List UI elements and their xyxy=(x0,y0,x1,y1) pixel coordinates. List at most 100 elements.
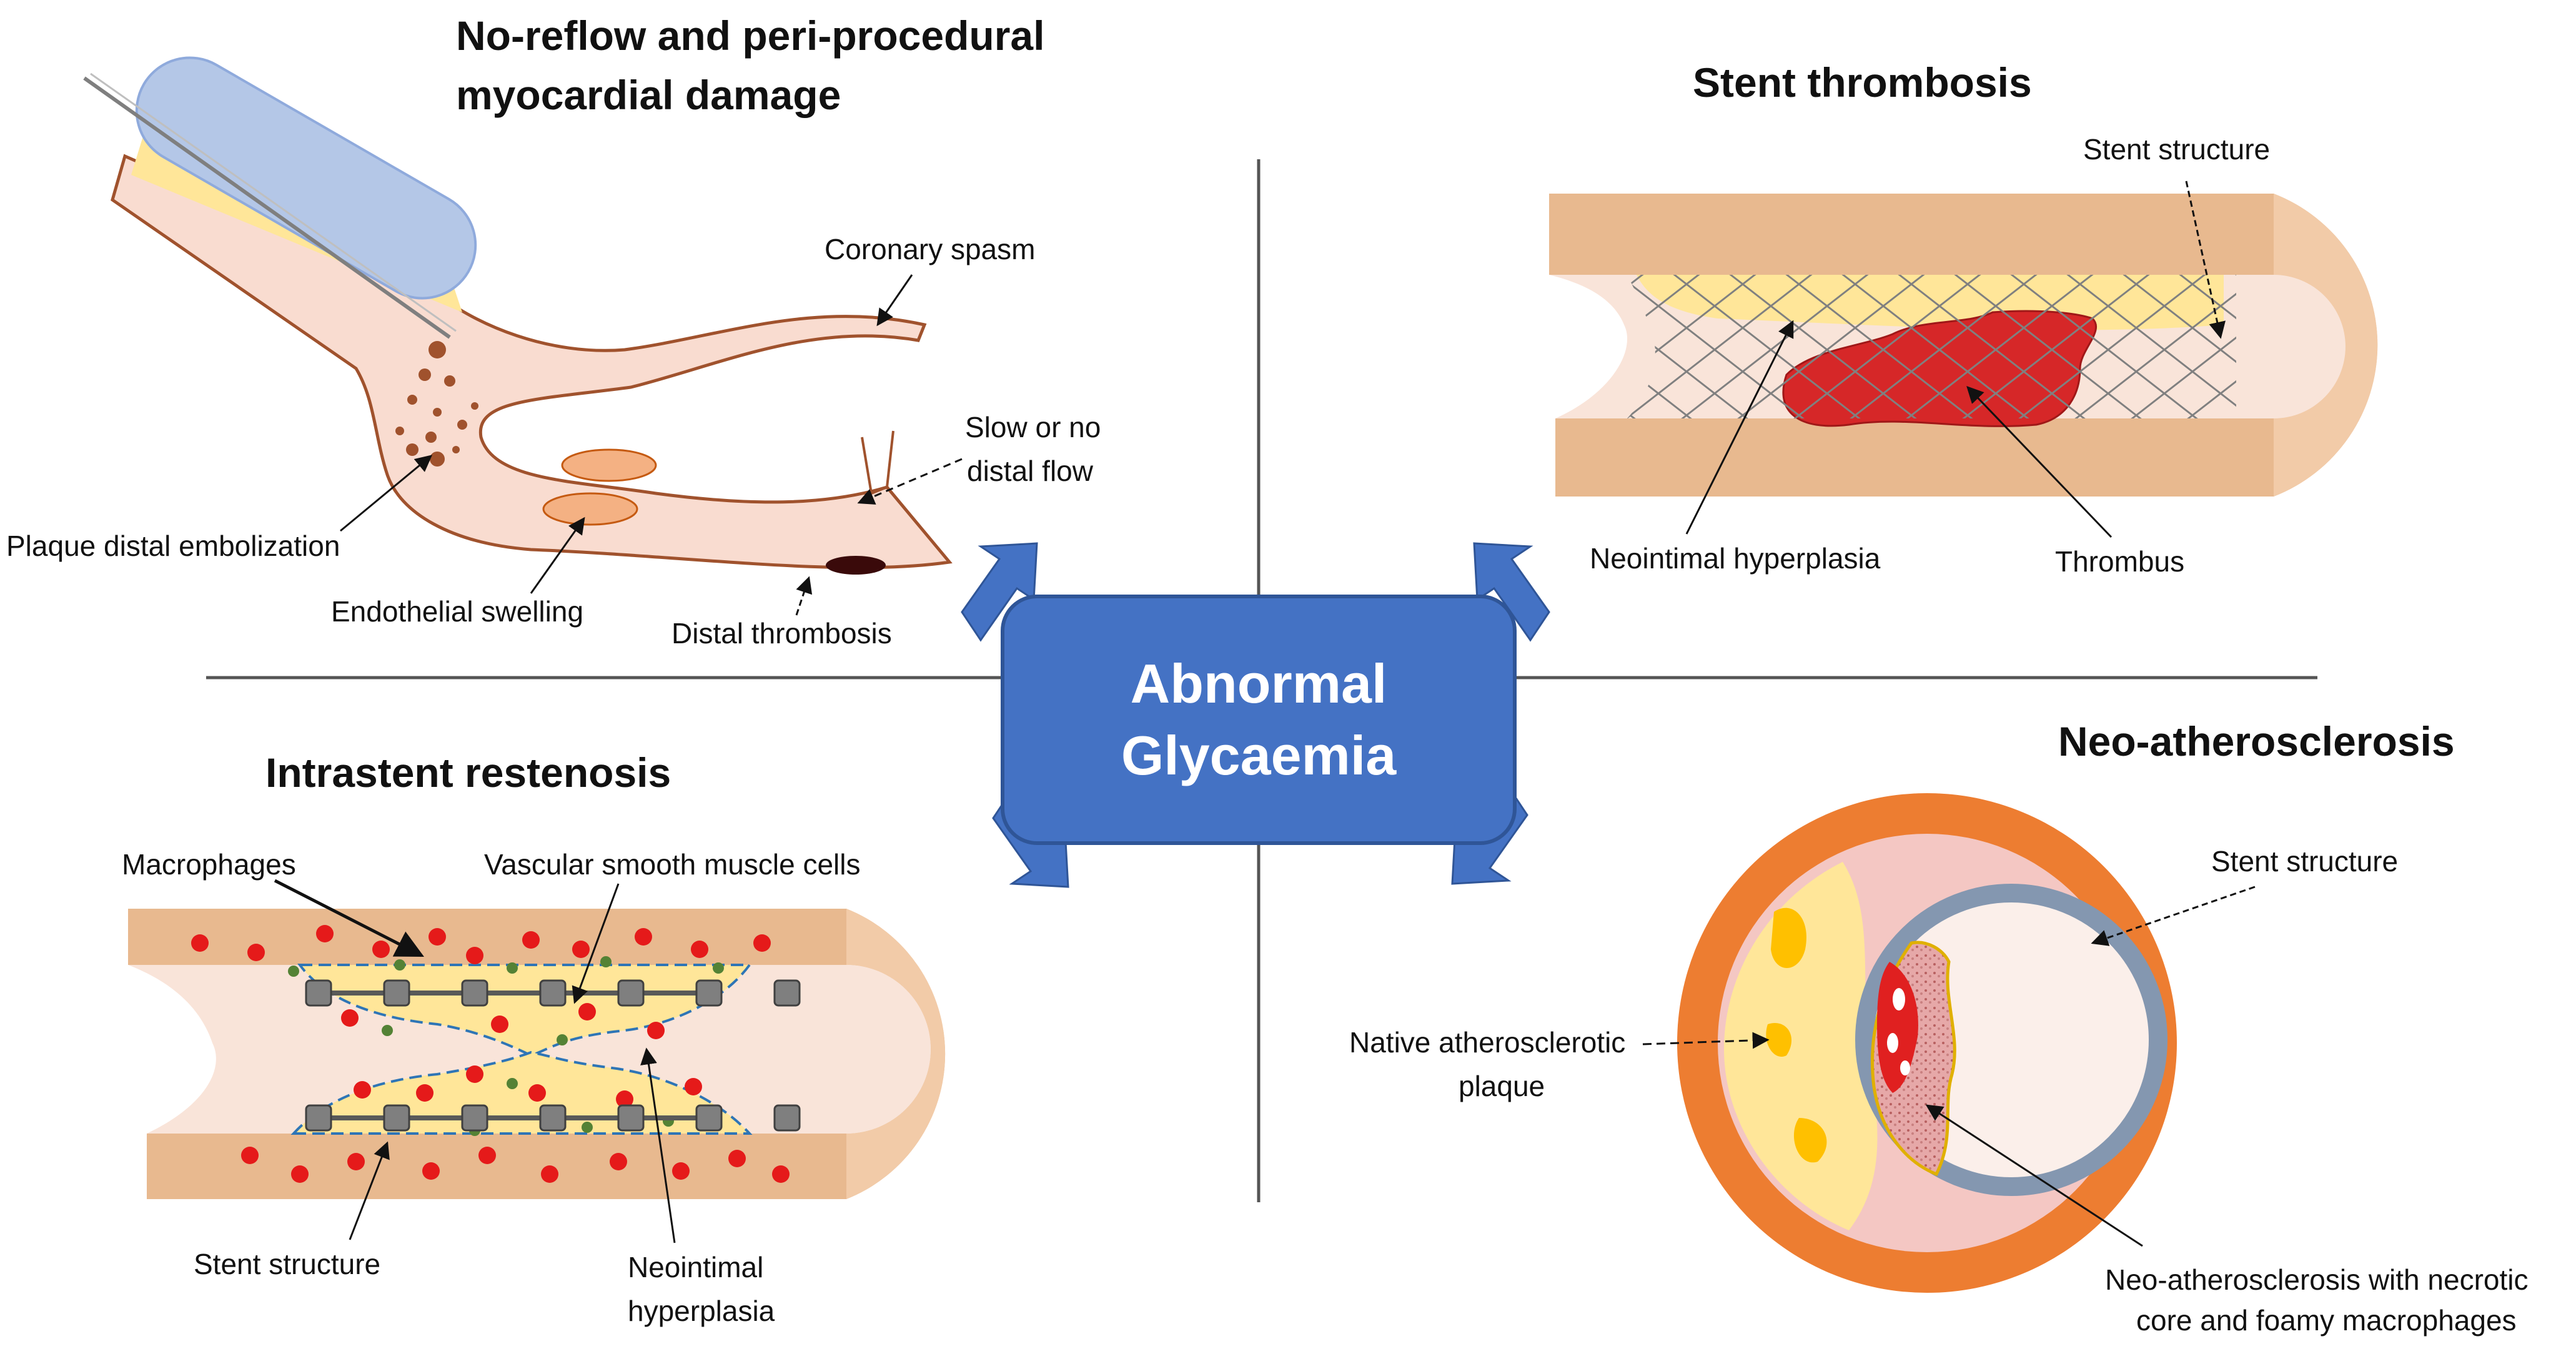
pointer-distal-thrombosis xyxy=(795,576,813,616)
pointer-thrombosis-neointimal xyxy=(1685,320,1794,535)
central-title-line2: Glycaemia xyxy=(1121,724,1397,786)
pointer-thrombosis-stent xyxy=(2185,180,2226,339)
guidewire xyxy=(83,76,451,339)
pointer-thrombus xyxy=(1966,386,2113,538)
green-cell xyxy=(507,962,518,974)
red-cell xyxy=(372,941,390,958)
stent-strut xyxy=(617,1104,645,1132)
stent-strut xyxy=(617,979,645,1007)
green-cell xyxy=(288,966,299,977)
red-cell xyxy=(422,1162,440,1180)
red-cell xyxy=(354,1081,371,1099)
green-cell xyxy=(394,959,405,971)
label-macrophages: Macrophages xyxy=(122,848,296,881)
red-cell xyxy=(572,941,590,958)
red-cell xyxy=(578,1003,596,1020)
label-restenosis-neointimal-line2: hyperplasia xyxy=(628,1295,775,1327)
label-endothelial-swelling: Endothelial swelling xyxy=(331,595,583,628)
stent-strut xyxy=(461,979,488,1007)
green-cell xyxy=(382,1025,393,1036)
distal-thrombus xyxy=(826,556,886,575)
label-neoath-stent-structure: Stent structure xyxy=(2211,845,2398,877)
red-cell xyxy=(635,928,652,946)
red-cell xyxy=(541,1165,558,1183)
red-cell xyxy=(466,1065,483,1083)
stent-strut xyxy=(461,1104,488,1132)
stent-strut xyxy=(383,979,410,1007)
green-cell xyxy=(713,962,724,974)
restenosis-vessel-cap xyxy=(846,909,946,1199)
pointer-slow-flow xyxy=(857,458,963,505)
red-cell xyxy=(522,931,540,949)
stent-strut xyxy=(539,979,567,1007)
label-slow-flow-line2: distal flow xyxy=(967,455,1094,487)
red-cell xyxy=(316,925,334,942)
red-cell xyxy=(191,934,209,952)
central-title-line1: Abnormal xyxy=(1131,653,1387,714)
label-neoath-line2: core and foamy macrophages xyxy=(2136,1304,2517,1337)
native-plaque xyxy=(1724,862,1878,1230)
label-thrombosis-stent-structure: Stent structure xyxy=(2083,133,2270,166)
pointer-restenosis-stent xyxy=(349,1141,390,1240)
label-native-plaque-line1: Native atherosclerotic xyxy=(1349,1026,1625,1059)
balloon-catheter xyxy=(135,56,477,300)
red-cell xyxy=(429,928,446,946)
red-cell xyxy=(528,1084,546,1102)
foamy-macrophages xyxy=(1887,988,1910,1075)
restenosis-title: Intrastent restenosis xyxy=(265,749,671,796)
red-cell xyxy=(728,1150,746,1167)
green-cell xyxy=(582,1122,593,1133)
red-cell xyxy=(466,947,483,964)
red-cell xyxy=(491,1015,508,1033)
noreflow-title-line1: No-reflow and peri-procedural xyxy=(456,12,1044,59)
restenosis-stent-struts-upper xyxy=(305,979,801,1007)
pointer-restenosis-neointimal xyxy=(640,1047,676,1243)
label-coronary-spasm: Coronary spasm xyxy=(825,233,1035,265)
coronary-vessel xyxy=(111,154,953,570)
neoath-title: Neo-atherosclerosis xyxy=(2058,718,2455,764)
red-cell xyxy=(241,1147,259,1164)
endothelial-swelling-spot-1 xyxy=(561,448,657,482)
label-plaque-embolization: Plaque distal embolization xyxy=(6,530,340,562)
red-cell xyxy=(610,1153,627,1170)
red-cell xyxy=(672,1162,690,1180)
red-cell xyxy=(616,1090,633,1108)
green-cell xyxy=(557,1034,568,1045)
neoath-panel: Neo-atherosclerosis Stent structure Nati… xyxy=(1349,718,2529,1337)
red-cell xyxy=(478,1147,496,1164)
pointer-native-plaque xyxy=(1642,1032,1770,1049)
label-slow-flow-line1: Slow or no xyxy=(965,411,1101,443)
thrombosis-stent-mesh xyxy=(1627,275,2236,418)
label-restenosis-stent-structure: Stent structure xyxy=(194,1248,380,1280)
stent-strut xyxy=(773,1104,801,1132)
label-native-plaque-line2: plaque xyxy=(1459,1070,1545,1102)
stent-strut xyxy=(539,1104,567,1132)
thrombosis-vessel-wall xyxy=(1549,194,2378,497)
thrombosis-title: Stent thrombosis xyxy=(1693,59,2032,106)
central-box-shape xyxy=(1001,595,1517,845)
red-cell xyxy=(753,934,771,952)
red-cell xyxy=(341,1009,359,1027)
pointer-vsmc xyxy=(572,883,620,1004)
label-thrombosis-neointimal: Neointimal hyperplasia xyxy=(1590,542,1881,575)
noreflow-panel: No-reflow and peri-procedural myocardial… xyxy=(6,12,1101,650)
stent-strut xyxy=(773,979,801,1007)
thrombosis-panel: Stent thrombosis Stent structure Neointi… xyxy=(1549,59,2378,578)
red-cell xyxy=(247,944,265,961)
stent-strut xyxy=(305,979,332,1007)
necrotic-core xyxy=(1877,962,1918,1093)
label-thrombus: Thrombus xyxy=(2055,545,2184,578)
pointer-plaque-embolization xyxy=(340,455,433,532)
pointer-neoath-stent xyxy=(2091,886,2256,946)
endothelial-swelling-spot-2 xyxy=(542,492,638,526)
pointer-coronary-spasm xyxy=(876,274,913,327)
central-box: Abnormal Glycaemia xyxy=(1001,595,1517,845)
native-plaque-lipid-pools xyxy=(1766,907,1827,1163)
label-distal-thrombosis: Distal thrombosis xyxy=(671,617,892,650)
red-cell xyxy=(291,1165,309,1183)
red-cell xyxy=(347,1153,365,1170)
red-cell xyxy=(685,1078,702,1095)
noreflow-title-line2: myocardial damage xyxy=(456,72,841,118)
